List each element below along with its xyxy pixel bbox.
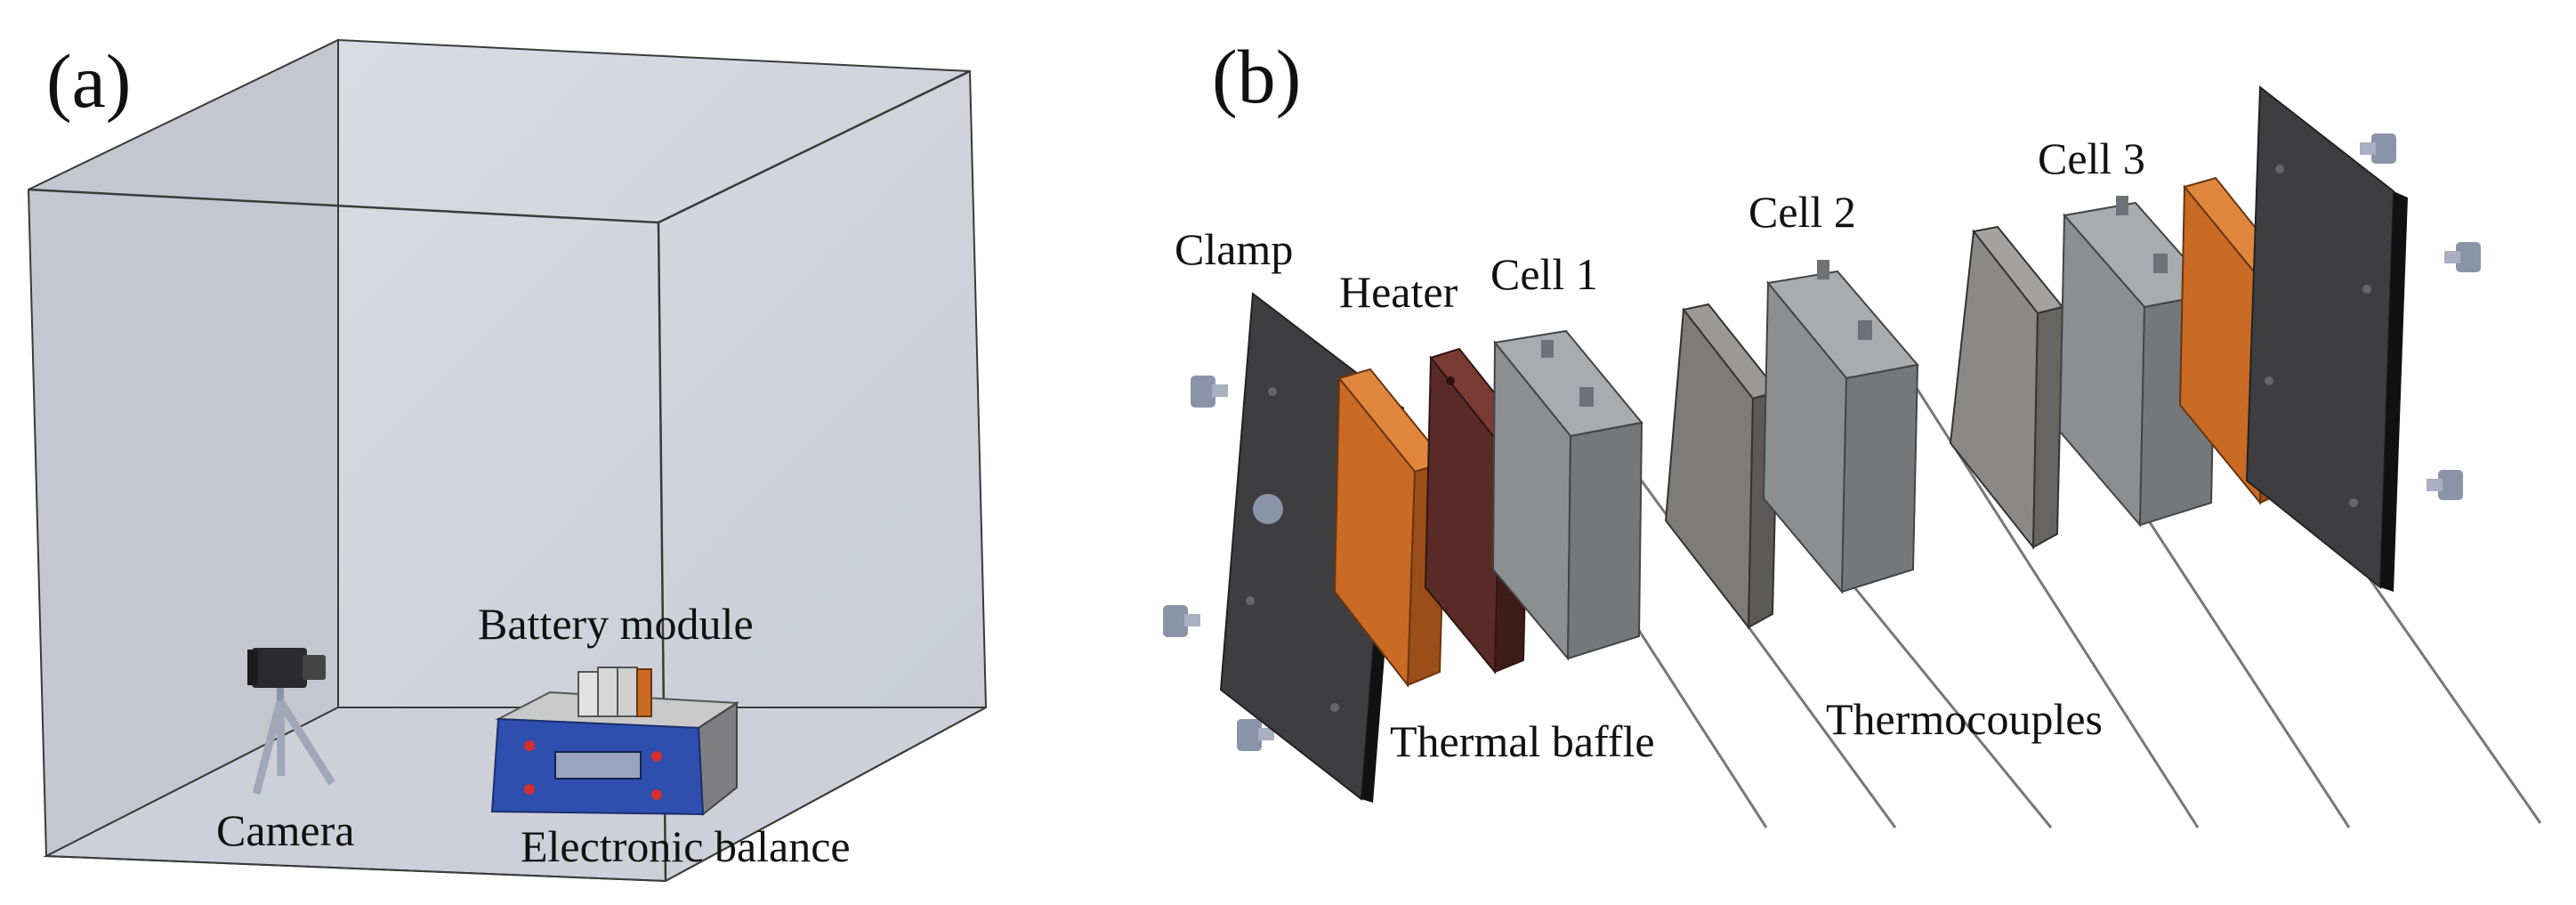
bolt-icon [2360,133,2396,164]
heater-label: Heater [1339,267,1458,317]
thermocouples-label: Thermocouples [1826,694,2103,744]
balance-button [524,740,535,751]
cell-terminal [1817,260,1829,279]
panel-a-label: (a) [46,38,131,124]
cell-terminal [2153,254,2168,273]
left-clamp-bolts [1163,376,1274,751]
cell-1 [1491,329,1643,661]
cell-2 [1762,260,1919,594]
cell-terminal [1541,340,1554,358]
chamber-bottom-edge [665,707,987,882]
balance-display [554,751,642,780]
battery-module-label: Battery module [478,599,754,649]
balance-button [524,784,535,795]
bolt-icon [1163,605,1200,637]
tripod-leg [276,700,286,777]
battery-module-icon [577,667,652,717]
camera-icon [247,648,335,796]
bolt-icon [2444,242,2481,272]
camera-label: Camera [216,805,354,855]
cell-side [1566,421,1643,660]
tripod-leg [252,699,285,796]
panel-a: (a) [27,38,988,883]
cell-1-label: Cell 1 [1490,249,1598,299]
right-clamp-bolts [2360,133,2481,500]
clamp-label: Clamp [1175,224,1293,274]
thermal-baffle-label: Thermal baffle [1390,716,1655,766]
cell-3-label: Cell 3 [2038,133,2145,183]
tripod-leg [277,699,335,786]
clamp-plate-edge [2380,191,2408,592]
balance-button [651,751,662,762]
cell-terminal [1579,387,1594,407]
balance-button [651,789,662,800]
bolt-icon [1191,376,1228,408]
panel-b-label: (b) [1212,34,1301,119]
separator-plate [1949,225,2064,550]
panel-b: (b) [1163,34,2542,828]
right-clamp [2245,85,2408,592]
clamp-bolt-head [1253,494,1283,524]
separator-plate [1664,303,1780,630]
camera-lens [303,655,326,680]
cell-2-label: Cell 2 [1748,187,1856,237]
bolt-icon [1237,719,1274,751]
cell-terminal [1858,320,1872,340]
clamp-plate-face [2245,85,2395,590]
chamber-top-edge [658,69,971,224]
electronic-balance [490,691,740,816]
bolt-icon [2427,470,2463,500]
electronic-balance-label: Electronic balance [521,821,851,871]
chamber-front-floor-edge [45,855,666,882]
cell-side [1840,363,1919,594]
camera-body [252,648,307,688]
cell-terminal [2116,196,2128,215]
